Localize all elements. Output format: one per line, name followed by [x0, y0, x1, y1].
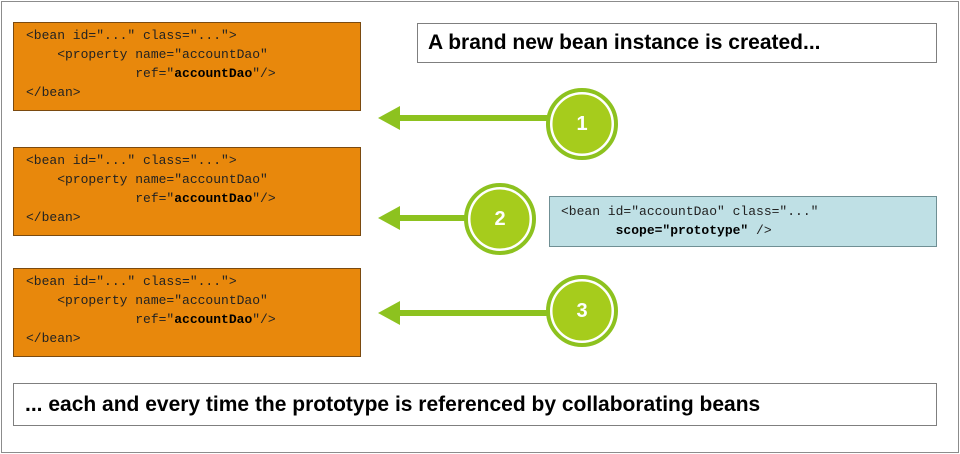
ref-value: accountDao: [174, 312, 253, 327]
bean-definition-3: <bean id="..." class="..."> <property na…: [13, 268, 361, 357]
step-number-2: 2: [494, 208, 506, 230]
prototype-scope-definition: <bean id="accountDao" class="..." scope=…: [549, 196, 937, 247]
property-line: <property name="accountDao": [26, 47, 268, 62]
bean-open-line: <bean id="..." class="...">: [26, 274, 237, 289]
ref-value: accountDao: [174, 191, 253, 206]
scope-attribute: scope="prototype": [615, 223, 749, 238]
bean-open-line: <bean id="..." class="...">: [26, 153, 237, 168]
bean-definition-2: <bean id="..." class="..."> <property na…: [13, 147, 361, 236]
scope-line-2: scope="prototype" />: [615, 223, 772, 238]
scope-line-1: <bean id="accountDao" class="...": [561, 204, 819, 219]
ref-line: ref="accountDao"/>: [26, 66, 276, 81]
step-circle-1: [549, 91, 615, 157]
ref-line: ref="accountDao"/>: [26, 191, 276, 206]
arrow-2: [378, 206, 468, 230]
bean-close-line: </bean>: [26, 85, 81, 100]
arrow-3: [378, 301, 548, 325]
bean-open-line: <bean id="..." class="...">: [26, 28, 237, 43]
bean-close-line: </bean>: [26, 331, 81, 346]
property-line: <property name="accountDao": [26, 172, 268, 187]
ref-line: ref="accountDao"/>: [26, 312, 276, 327]
step-circle-3: [549, 278, 615, 344]
step-number-3: 3: [576, 300, 588, 322]
step-circle-2: [467, 186, 533, 252]
bean-close-line: </bean>: [26, 210, 81, 225]
step-number-1: 1: [576, 113, 588, 135]
property-line: <property name="accountDao": [26, 293, 268, 308]
bean-definition-1: <bean id="..." class="..."> <property na…: [13, 22, 361, 111]
title-box: A brand new bean instance is created...: [417, 23, 937, 63]
footer-box: ... each and every time the prototype is…: [13, 383, 937, 426]
arrow-1: [378, 106, 548, 130]
ref-value: accountDao: [174, 66, 253, 81]
